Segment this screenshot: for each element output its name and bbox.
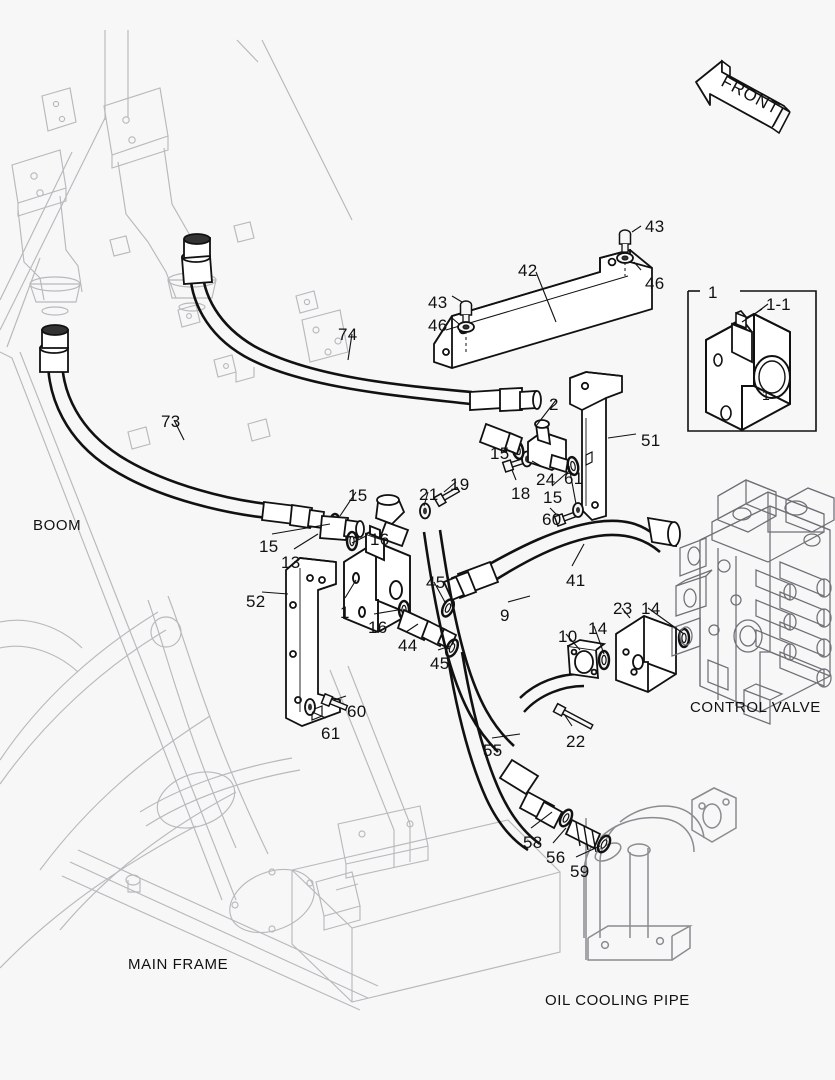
callout-16-lower: 16	[368, 618, 388, 637]
callout-18: 18	[511, 484, 531, 503]
callout-41: 41	[566, 571, 586, 590]
bracket-51	[569, 371, 623, 522]
detail-box-label: 1	[708, 283, 718, 302]
hose-41	[485, 519, 661, 584]
callout-61-lower: 61	[321, 724, 341, 743]
washer-46-left	[457, 321, 475, 333]
callout-15-valve2-right: 15	[543, 488, 563, 507]
callout-43-right: 43	[645, 217, 665, 236]
callout-46-left: 46	[428, 316, 448, 335]
caption-oil-cooling-pipe: OIL COOLING PIPE	[545, 992, 690, 1009]
block-23	[615, 614, 677, 694]
elbow-21	[375, 494, 410, 548]
valve-block-1	[343, 524, 411, 634]
callout-58: 58	[523, 833, 543, 852]
callout-55: 55	[483, 741, 503, 760]
washer-61-lower	[304, 698, 316, 716]
callout-43-left: 43	[428, 293, 448, 312]
callout-15-fitting13-left: 15	[259, 537, 279, 556]
hose-41-fitting-left	[442, 560, 500, 602]
callout-73: 73	[161, 412, 181, 431]
callout-1-valve: 1	[340, 603, 350, 622]
washer-21	[419, 502, 431, 520]
callout-60-lower: 60	[347, 702, 367, 721]
detail-callout-1-1: 1-1	[766, 295, 791, 314]
hose-73-end-boom	[39, 324, 69, 373]
callout-22: 22	[566, 732, 586, 751]
bracket-42	[433, 248, 653, 369]
hose-73-fitting	[261, 500, 326, 530]
callout-46-right: 46	[645, 274, 665, 293]
callout-56: 56	[546, 848, 566, 867]
callout-45-upper: 45	[426, 573, 446, 592]
callout-9: 9	[500, 606, 510, 625]
caption-boom: BOOM	[33, 517, 82, 534]
oil-cooling-pipe	[583, 787, 737, 961]
hose-lower-link	[519, 672, 585, 713]
callout-61-upper: 61	[564, 469, 584, 488]
hose-74-fitting	[469, 387, 542, 412]
callout-19: 19	[450, 475, 470, 494]
background-structure-boom	[0, 30, 353, 901]
callout-60-upper: 60	[542, 510, 562, 529]
washer-61-upper	[572, 502, 584, 518]
callout-42: 42	[518, 261, 538, 280]
bolt-22	[552, 702, 594, 730]
callout-15-fitting13-right: 15	[348, 486, 368, 505]
detail-box-item-1	[687, 290, 817, 432]
background-structure-mainframe	[0, 595, 561, 1011]
callout-15-valve2: 15	[490, 444, 510, 463]
hose-end-valve2	[478, 422, 524, 456]
hose-74-end-boom	[181, 233, 213, 285]
leader-lines	[173, 225, 769, 858]
valve-2	[527, 419, 570, 474]
callout-51: 51	[641, 431, 661, 450]
callout-13: 13	[281, 553, 301, 572]
callout-59: 59	[570, 862, 590, 881]
callout-16-upper: 16	[370, 530, 390, 549]
front-arrow-marker: FRONT	[695, 59, 791, 135]
caption-control-valve: CONTROL VALVE	[690, 699, 821, 716]
callout-74: 74	[338, 325, 358, 344]
callout-14-left: 14	[588, 619, 608, 638]
callout-10: 10	[558, 627, 578, 646]
hose-41-fitting-right	[646, 516, 681, 548]
callout-24: 24	[536, 470, 556, 489]
callout-44: 44	[398, 636, 418, 655]
hose-55	[446, 651, 541, 852]
callout-23: 23	[613, 599, 633, 618]
bolt-43-right	[618, 229, 632, 253]
detail-body-label: 1	[762, 387, 770, 403]
oil-pipe-connection	[518, 790, 602, 853]
callout-2: 2	[549, 395, 559, 414]
control-valve-assembly	[671, 479, 835, 725]
bolt-43-left	[459, 300, 473, 323]
washer-46-right	[616, 252, 634, 264]
caption-main-frame: MAIN FRAME	[128, 956, 229, 973]
hose-55-end	[498, 758, 540, 796]
callout-45-lower: 45	[430, 654, 450, 673]
callout-14-right: 14	[641, 599, 661, 618]
hose-73	[46, 357, 269, 520]
callout-21: 21	[419, 485, 439, 504]
callout-52: 52	[246, 592, 266, 611]
